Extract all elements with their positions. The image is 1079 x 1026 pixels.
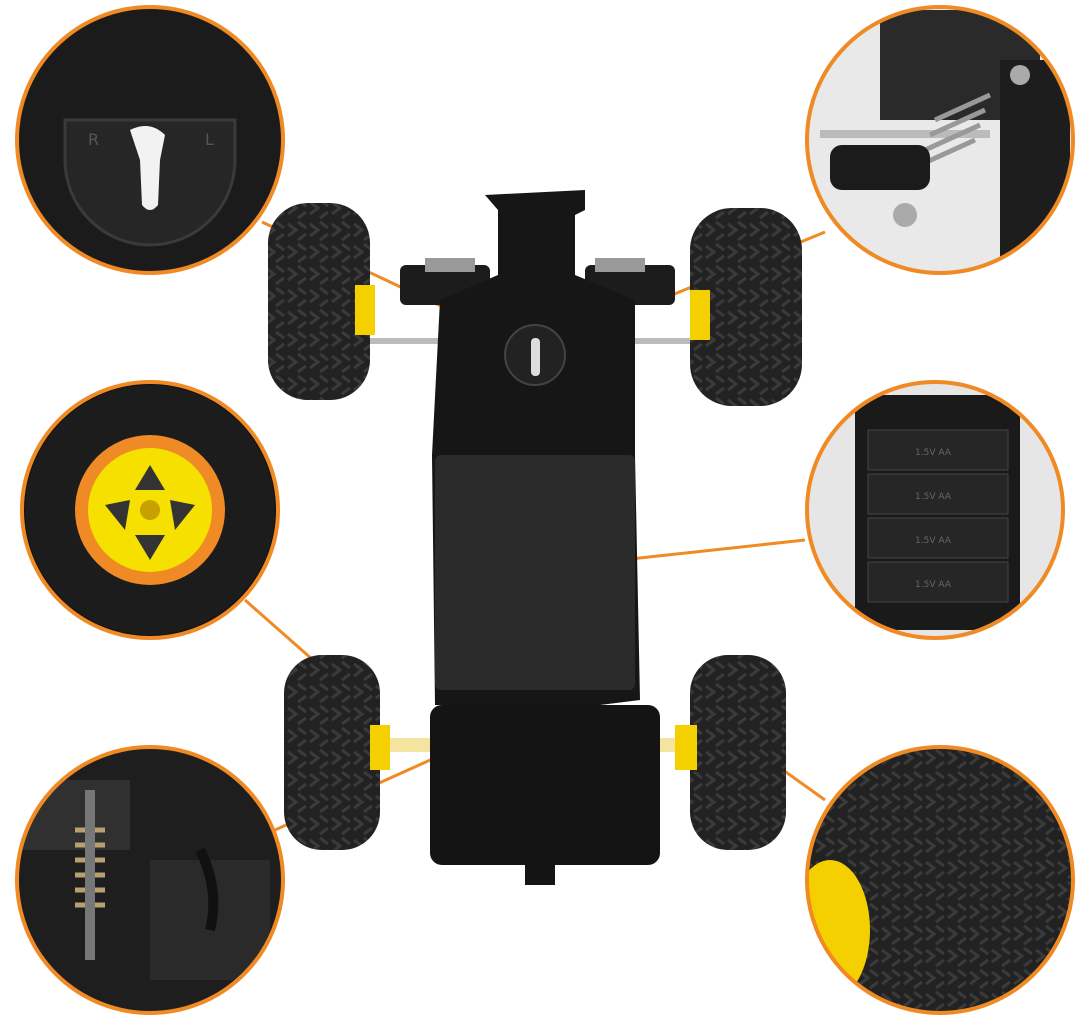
battery-label-1: 1.5V AA	[915, 448, 952, 458]
wheel-front-left	[268, 203, 375, 400]
gearbox	[430, 705, 660, 865]
detail-steering-trim: R L	[15, 5, 285, 275]
detail-rear-suspension	[15, 745, 285, 1015]
wheel-rear-left	[284, 655, 390, 850]
detail-battery-compartment: 1.5V AA 1.5V AA 1.5V AA 1.5V AA	[805, 380, 1065, 640]
trim-l-mark: L	[205, 130, 214, 149]
wheel-rear-right	[675, 655, 786, 850]
detail-front-shock	[805, 5, 1075, 275]
trim-r-mark: R	[88, 130, 99, 149]
detail-tire-tread	[805, 745, 1075, 1015]
battery-cover	[435, 455, 635, 690]
battery-label-3: 1.5V AA	[915, 536, 952, 546]
battery-label-2: 1.5V AA	[915, 492, 952, 502]
battery-label-4: 1.5V AA	[915, 580, 952, 590]
wheel-front-right	[690, 208, 802, 406]
detail-wheel-rim	[20, 380, 280, 640]
rc-car	[268, 190, 802, 885]
